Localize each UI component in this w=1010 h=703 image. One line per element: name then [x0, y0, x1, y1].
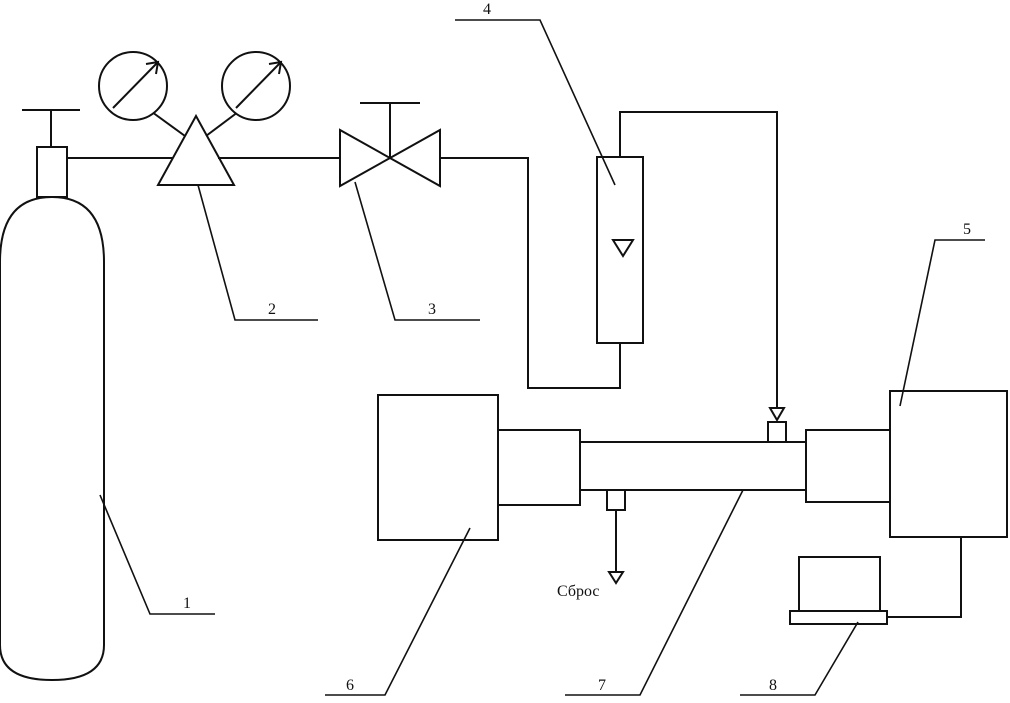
- measuring-chamber: [579, 421, 807, 511]
- chamber-inlet-fitting: [767, 421, 787, 443]
- label-6: 6: [346, 677, 354, 694]
- label-8: 8: [769, 677, 777, 694]
- cable-to-recorder: [887, 537, 962, 618]
- label-2: 2: [268, 301, 276, 318]
- recorder-unit: [789, 556, 888, 625]
- label-4: 4: [483, 1, 491, 18]
- label-7: 7: [598, 677, 606, 694]
- shutoff-valve: [339, 102, 441, 188]
- leader-lines: [99, 19, 985, 696]
- label-5: 5: [963, 221, 971, 238]
- vent-arrow: [607, 571, 625, 585]
- label-3: 3: [428, 301, 436, 318]
- rotameter: [596, 156, 644, 344]
- label-1: 1: [183, 595, 191, 612]
- inlet-arrow: [768, 407, 786, 422]
- pressure-regulator: [98, 51, 291, 186]
- chamber-outlet-fitting: [606, 489, 626, 511]
- pipe-rotameter-to-chamber: [619, 111, 778, 408]
- gas-cylinder: [0, 109, 105, 682]
- left-unit: [377, 394, 581, 541]
- pipe-valve-to-rotameter: [440, 157, 621, 389]
- vent-label: Сброс: [557, 583, 600, 600]
- right-unit: [805, 390, 1008, 538]
